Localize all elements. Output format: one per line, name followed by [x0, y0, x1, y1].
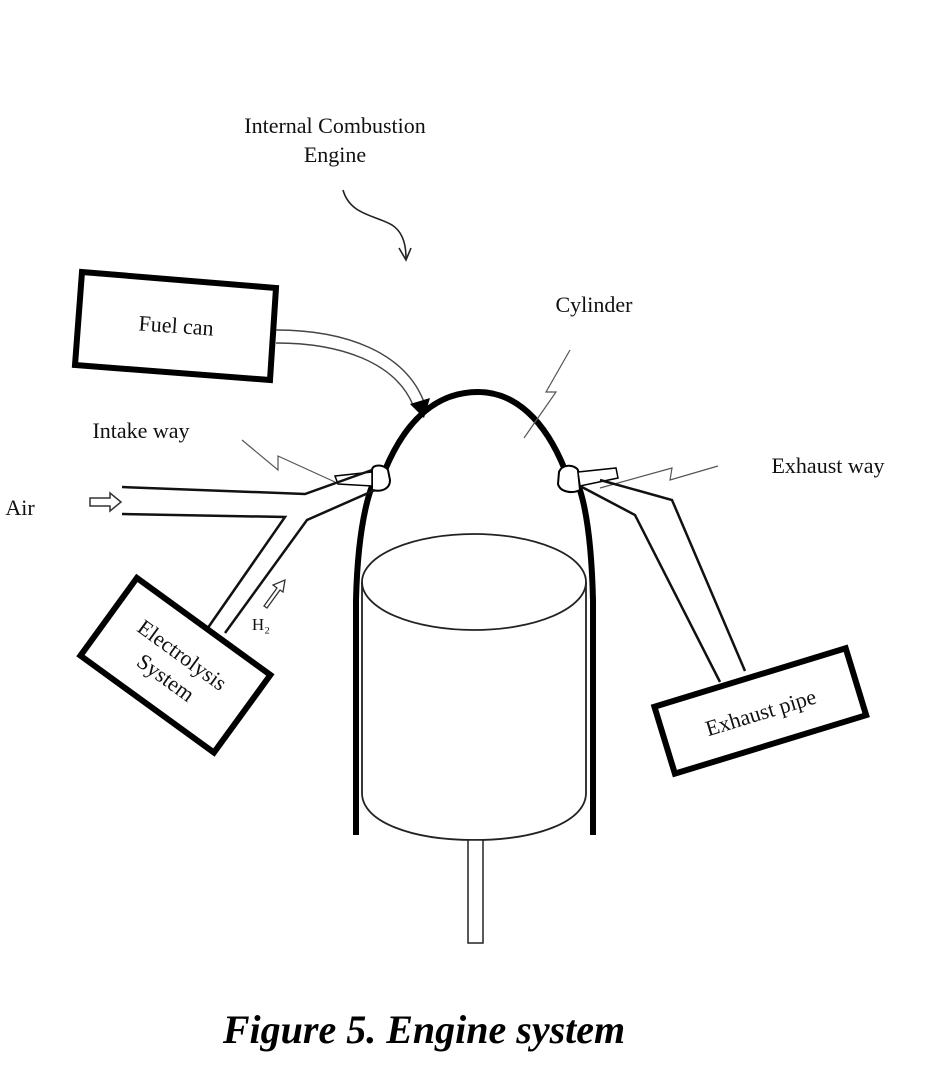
exhaust-way-pointer [599, 465, 719, 489]
connecting-rod [467, 839, 484, 944]
fuel-can-box: Fuel can [71, 268, 280, 384]
fuel-feed-line [275, 329, 425, 406]
electrolysis-system-box: Electrolysis System [76, 573, 275, 757]
fuel-can-label: Fuel can [138, 310, 215, 340]
figure-caption: Figure 5. Engine system [222, 1007, 625, 1052]
exhaust-route-pipe [579, 478, 747, 683]
intake-way-pointer [241, 439, 336, 483]
cylinder-label: Cylinder [556, 292, 634, 317]
piston [361, 533, 587, 841]
engine-pointer-arrowhead [398, 247, 412, 262]
engine-pointer-arrow [342, 189, 407, 259]
exhaust-valve [556, 464, 619, 493]
intake-valve [333, 464, 392, 492]
h2-arrow [263, 578, 286, 609]
intake-way-label: Intake way [92, 418, 189, 443]
exhaust-pipe-box: Exhaust pipe [650, 644, 870, 778]
engine-label-line1: Internal Combustion [244, 113, 425, 138]
engine-label-line2: Engine [304, 142, 366, 167]
intake-pipe [121, 468, 376, 634]
cylinder-pointer [523, 349, 571, 439]
exhaust-way-label: Exhaust way [771, 453, 884, 478]
air-inlet-arrow [89, 491, 123, 513]
h2-label: H₂ [252, 615, 270, 634]
air-label: Air [5, 495, 35, 520]
